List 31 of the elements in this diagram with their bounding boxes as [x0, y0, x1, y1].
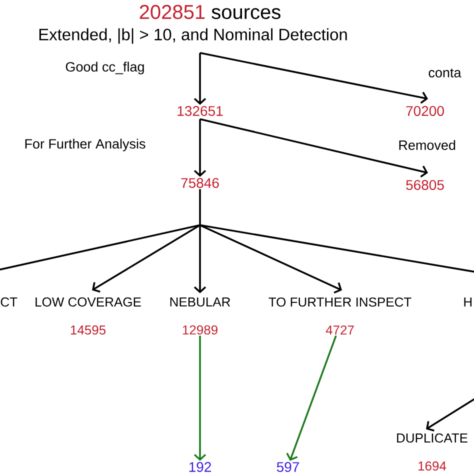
arrow [194, 119, 206, 177]
arrow [92, 224, 200, 293]
arrow [194, 52, 206, 105]
count-text: 132651 [178, 106, 223, 116]
arrow [200, 52, 428, 104]
trunk-line [199, 189, 201, 226]
category-text: H [464, 298, 472, 306]
count-text: 70200 [406, 106, 444, 116]
line [0, 224, 200, 271]
category-count-text: NEBULAR 12989 [170, 297, 230, 335]
category-count-text: LOW COVERAGE 14595 [36, 297, 141, 335]
edge-label: Good cc_flag [64, 60, 146, 76]
count-text: 192 [189, 462, 211, 472]
edge-label: Removed [397, 139, 457, 151]
category-count-text: DUPLICATE 1694 [397, 433, 468, 471]
arrow [200, 118, 428, 178]
arrow [200, 224, 342, 294]
line [200, 224, 474, 273]
count-text: 75846 [181, 178, 219, 188]
count-text: 597 [276, 462, 299, 472]
edge-label: For Further Analysis [23, 138, 147, 152]
arrow [194, 225, 206, 294]
arrow [194, 336, 206, 461]
count-text: 56805 [406, 180, 444, 190]
criteria-text: Extended, |b| > 10, and Nominal Detection [39, 28, 347, 44]
edge-label: conta [427, 68, 462, 78]
arrow [286, 335, 337, 461]
arrow [426, 397, 474, 432]
category-count-text: TO FURTHER INSPECT 4727 [268, 297, 412, 335]
category-text: CT [0, 297, 18, 307]
heading-text: 202851 sources [140, 4, 280, 20]
